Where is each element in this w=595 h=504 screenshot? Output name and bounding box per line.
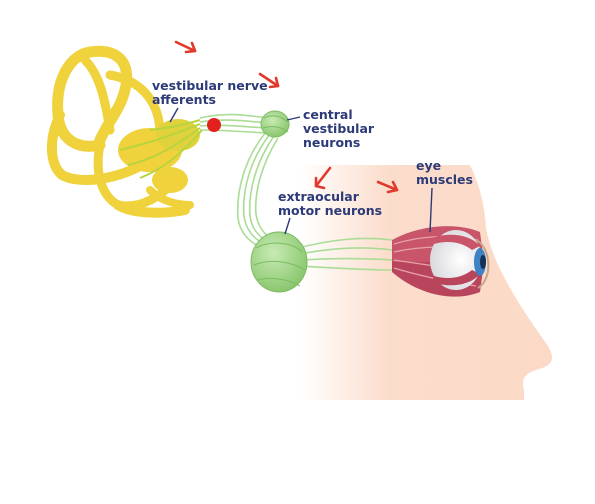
inner-ear [46, 45, 194, 218]
signal-arrow-icon [314, 166, 332, 190]
label-central-vestibular-neurons: central vestibular neurons [303, 107, 375, 150]
signal-arrow-icon [258, 72, 280, 89]
vestibule-body [118, 119, 200, 193]
signal-arrow-icon [376, 180, 399, 194]
afferent-fibers [119, 119, 203, 179]
eye-with-muscles [392, 226, 490, 297]
signal-dot [207, 118, 221, 132]
leader-lines [169, 107, 433, 235]
motor-neuron-ganglion [250, 231, 308, 293]
label-extraocular-motor-neurons: extraocular motor neurons [278, 189, 383, 218]
descending-nerve-bundle [236, 131, 279, 249]
signal-arrow-icon [174, 40, 197, 54]
label-vestibular-nerve-afferents: vestibular nerve afferents [152, 78, 268, 107]
motor-nerve-bundle [297, 237, 393, 271]
label-eye-muscles: eye muscles [416, 158, 473, 187]
central-vestibular-ganglion [260, 110, 290, 138]
